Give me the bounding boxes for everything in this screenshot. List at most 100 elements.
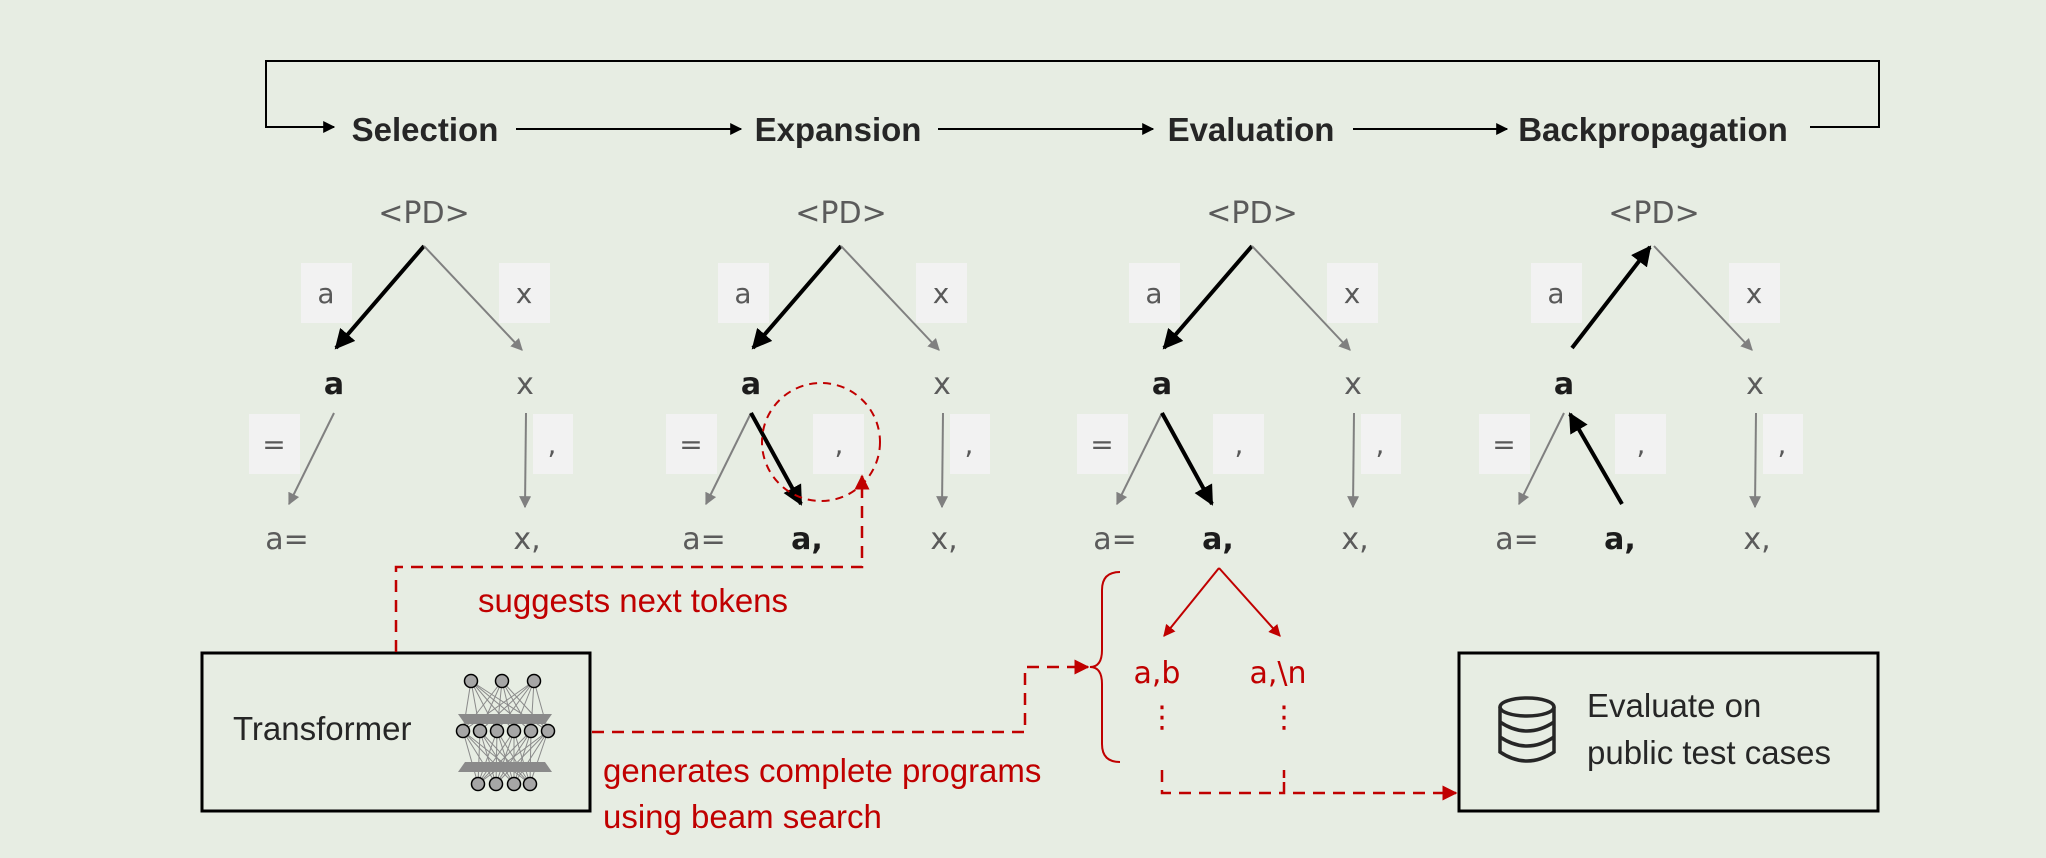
suggest-arrow — [394, 474, 870, 652]
token-x: x — [1344, 277, 1361, 310]
generate-label-line2: using beam search — [603, 798, 882, 835]
evaluate-box: Evaluate on public test cases — [1457, 651, 1880, 813]
nn-neuron — [472, 723, 488, 739]
token-box-eq — [666, 414, 717, 474]
token-xcomma: , — [965, 428, 974, 461]
token-x: x — [933, 277, 950, 310]
rollout-left: a,b — [1134, 656, 1181, 691]
token-box-eq — [1479, 414, 1530, 474]
nn-neuron — [488, 776, 504, 792]
token-a: a — [1145, 277, 1162, 310]
edge-root-a — [751, 244, 843, 350]
edge-root-a — [1162, 244, 1254, 350]
rollout-right: a,\n — [1249, 656, 1306, 691]
edge-a-aeq — [288, 412, 335, 506]
tree-selection: <PD> a x a x =, a= x, — [249, 196, 573, 557]
token-box-xcomma — [533, 414, 573, 474]
token-x: x — [1746, 277, 1763, 310]
loop-back-line — [265, 60, 1880, 133]
stage-selection: Selection — [352, 111, 499, 148]
leaf-acomma: a, — [1604, 522, 1636, 557]
expansion-highlight-circle — [761, 382, 881, 502]
suggest-label: suggests next tokens — [478, 582, 788, 619]
token-box-xcomma — [1361, 414, 1401, 474]
token-box-comma — [1615, 414, 1666, 474]
edge-x-xcomma — [936, 412, 949, 509]
transformer-box: Transformer — [200, 651, 592, 813]
nn-neuron — [463, 673, 479, 689]
token-eq: = — [1090, 428, 1113, 461]
evaluate-arrow — [1160, 770, 1458, 801]
nn-band-bottom — [458, 762, 552, 772]
token-box-x — [1327, 263, 1378, 323]
rollout-right-ellipsis: ⋮ — [1269, 700, 1299, 735]
root-node: <PD> — [1206, 196, 1297, 231]
token-xcomma: , — [1376, 428, 1385, 461]
leaf-xcomma: x, — [1743, 522, 1770, 557]
leaf-aeq: a= — [682, 522, 726, 557]
node-a: a — [1554, 367, 1574, 402]
token-xcomma: , — [1778, 428, 1787, 461]
evaluate-line2: public test cases — [1587, 734, 1831, 771]
edge-x-xcomma — [519, 412, 532, 509]
node-x: x — [1746, 367, 1764, 402]
rollout-brace — [1089, 571, 1121, 763]
generate-label-line1: generates complete programs — [603, 752, 1041, 789]
nn-neuron — [506, 723, 522, 739]
nn-neuron — [455, 723, 471, 739]
token-box-x — [1729, 263, 1780, 323]
edge-root-x — [840, 245, 940, 351]
token-eq: = — [262, 428, 285, 461]
node-x: x — [516, 367, 534, 402]
edge-root-x — [1653, 245, 1753, 351]
stage-backpropagation: Backpropagation — [1518, 111, 1788, 148]
nn-neuron — [506, 776, 522, 792]
token-eq: = — [1492, 428, 1515, 461]
edge-root-x — [423, 245, 523, 351]
node-a: a — [741, 367, 761, 402]
leaf-acomma: a, — [1202, 522, 1234, 557]
nn-neuron — [489, 723, 505, 739]
token-box-a — [1531, 263, 1582, 323]
nn-band-top — [458, 714, 552, 724]
token-a: a — [317, 277, 334, 310]
neural-network-icon — [455, 673, 556, 792]
node-a: a — [324, 367, 344, 402]
token-x: x — [516, 277, 533, 310]
token-xcomma: , — [548, 428, 557, 461]
token-box-eq — [1077, 414, 1128, 474]
node-x: x — [933, 367, 951, 402]
evaluate-line1: Evaluate on — [1587, 687, 1761, 724]
nn-neuron — [522, 776, 538, 792]
stage-flow: Selection Expansion Evaluation Backpropa… — [265, 60, 1880, 148]
token-a: a — [734, 277, 751, 310]
stage-expansion: Expansion — [755, 111, 922, 148]
edge-a-aeq — [1518, 412, 1565, 506]
token-box-x — [916, 263, 967, 323]
token-box-xcomma — [950, 414, 990, 474]
leaf-xcomma: x, — [1341, 522, 1368, 557]
leaf-aeq: a= — [265, 522, 309, 557]
leaf-acomma: a, — [791, 522, 823, 557]
node-x: x — [1344, 367, 1362, 402]
root-node: <PD> — [378, 196, 469, 231]
token-box-comma — [813, 414, 864, 474]
leaf-xcomma: x, — [930, 522, 957, 557]
generate-arrow — [592, 659, 1090, 734]
token-box-a — [1129, 263, 1180, 323]
edge-root-x — [1251, 245, 1351, 351]
nn-neuron — [540, 723, 556, 739]
nn-neuron — [523, 723, 539, 739]
edge-x-xcomma — [1749, 412, 1762, 509]
nn-neuron — [494, 673, 510, 689]
token-box-x — [499, 263, 550, 323]
token-comma: , — [1637, 428, 1646, 461]
edge-a-acomma — [1568, 412, 1624, 506]
leaf-xcomma: x, — [513, 522, 540, 557]
root-node: <PD> — [795, 196, 886, 231]
search-trees: <PD> a x a x =, a= x, <PD> a x a x =,, a= a, x, <PD> a x a x =… — [249, 196, 1803, 557]
